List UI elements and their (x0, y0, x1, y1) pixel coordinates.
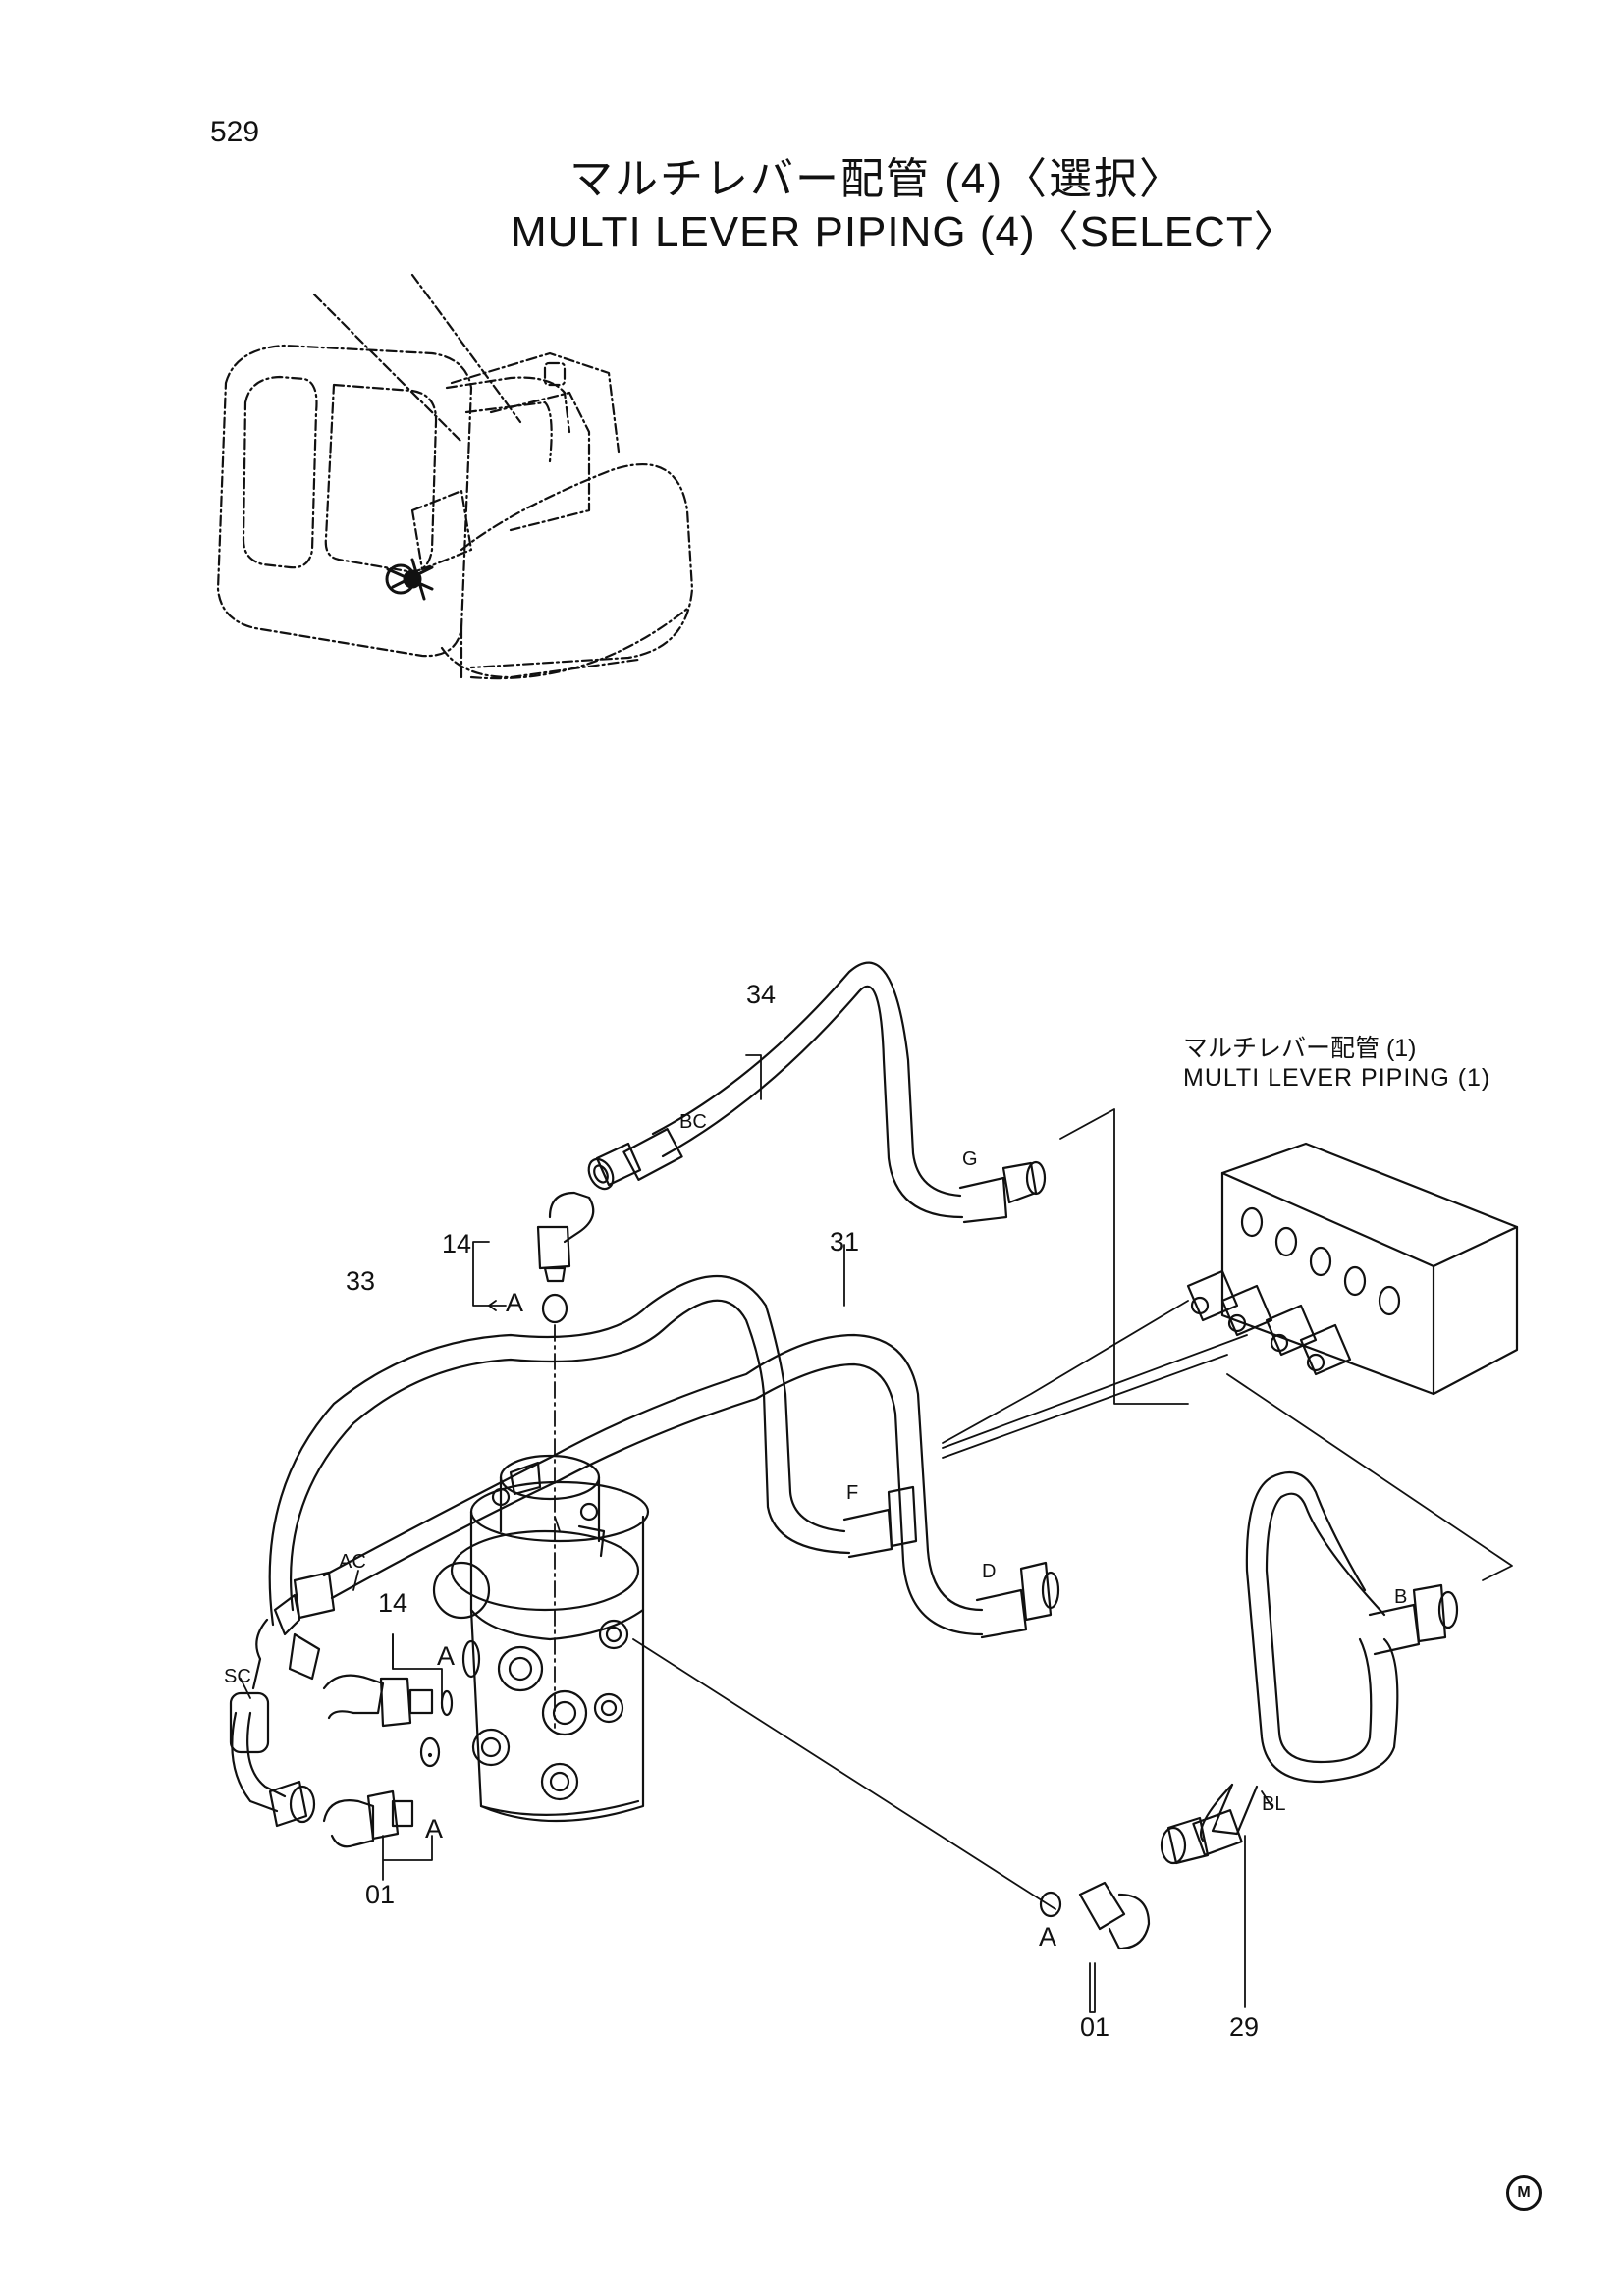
port-bc: BC (679, 1111, 707, 1133)
port-d: D (982, 1561, 997, 1582)
hose-sc (231, 1620, 319, 1826)
callout-14-top: 14 (442, 1229, 472, 1258)
hose-31 (275, 1335, 1058, 1637)
callout-34: 34 (746, 980, 777, 1009)
reference-title-english: MULTI LEVER PIPING (1) (1183, 1064, 1491, 1092)
port-bl: BL (1262, 1793, 1286, 1815)
detail-mark-a-mid: A (437, 1641, 456, 1671)
m-mark-icon: M (1506, 2175, 1542, 2211)
page-number: 529 (210, 116, 260, 148)
control-valve-block (1188, 1144, 1517, 1394)
hose-33 (270, 1276, 916, 1625)
title-english: MULTI LEVER PIPING (4)〈SELECT〉 (511, 208, 1298, 256)
elbow-fitting-14-mid (324, 1676, 452, 1726)
port-g: G (962, 1148, 978, 1170)
detail-mark-a-top: A (506, 1288, 524, 1317)
detail-mark-a-low: A (425, 1814, 444, 1843)
multi-lever-valve (434, 1456, 648, 1821)
elbow-fitting-14-top (538, 1193, 593, 1322)
callout-14-mid: 14 (378, 1588, 408, 1618)
port-b: B (1394, 1586, 1408, 1608)
callout-29: 29 (1229, 2012, 1260, 2042)
title-japanese: マルチレバー配管 (4)〈選択〉 (569, 155, 1184, 203)
port-sc: SC (224, 1666, 251, 1687)
callout-31: 31 (830, 1227, 860, 1256)
port-f: F (846, 1482, 859, 1504)
detail-mark-a-right: A (1039, 1922, 1057, 1951)
excavator-illustration (218, 275, 692, 678)
callout-01-left: 01 (365, 1880, 396, 1909)
reference-lines (241, 1055, 1512, 2012)
callout-01-right: 01 (1080, 2012, 1110, 2042)
port-ac: AC (339, 1551, 366, 1573)
section-brackets (393, 1301, 496, 1669)
o-ring-left (429, 1754, 431, 1756)
valve-location-icon (387, 560, 432, 599)
elbow-fitting-01-right (1041, 1883, 1149, 1949)
hose-34 (584, 963, 1045, 1222)
elbow-fitting-01-left (324, 1738, 439, 1846)
hose-29 (1162, 1472, 1457, 1863)
reference-title-japanese: マルチレバー配管 (1) (1183, 1035, 1417, 1062)
callout-33: 33 (346, 1266, 376, 1296)
